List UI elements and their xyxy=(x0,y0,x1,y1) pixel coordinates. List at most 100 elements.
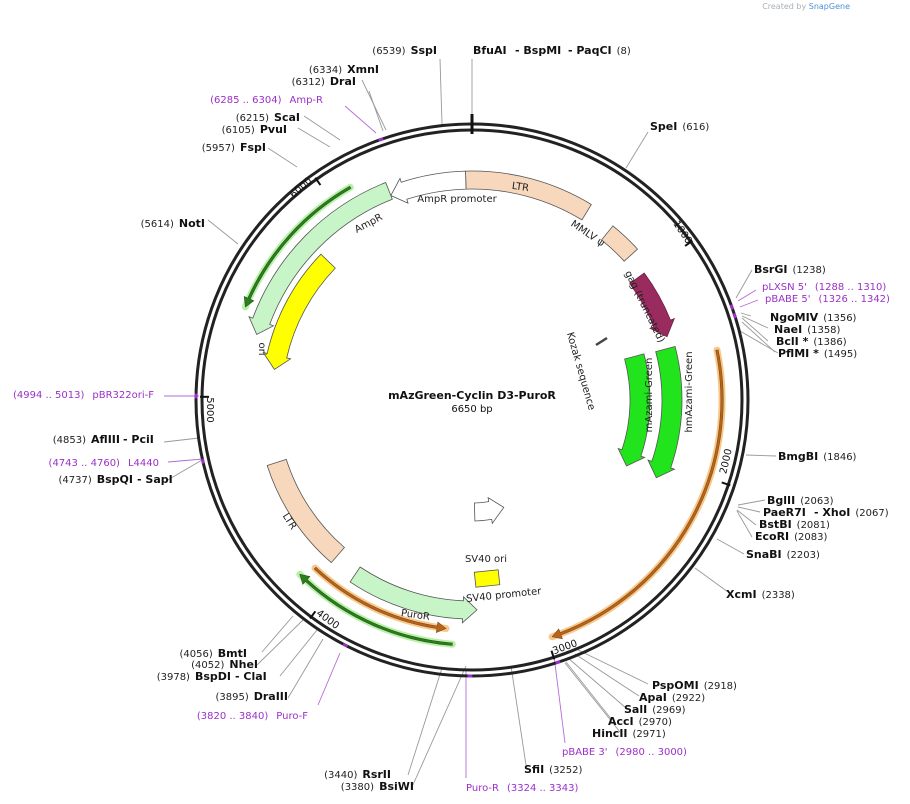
primer-puro-f-second: Puro-F xyxy=(276,711,308,722)
site-spei-position: (616) xyxy=(682,122,709,133)
feature-sv40prom xyxy=(473,496,505,525)
primer-leader-line xyxy=(553,655,566,744)
site-fspi-name: FspI xyxy=(240,141,266,154)
primer-pbabe-3-second: (2980 .. 3000) xyxy=(616,747,688,758)
feature-mmlv xyxy=(601,225,639,262)
site-pvui-label: (6105)PvuI xyxy=(222,123,287,136)
site-scai-name: ScaI xyxy=(274,111,300,124)
site-bcli-label: BclI *(1386) xyxy=(776,335,847,348)
site-afliii-name: AflIII xyxy=(91,433,120,446)
feature-ampr xyxy=(248,181,393,336)
site-clai-label: - ClaI xyxy=(235,670,267,683)
primer-pbabe-3-first: pBABE 3' xyxy=(562,747,608,758)
feature-kozak xyxy=(595,336,608,347)
ampr-cds-arrow xyxy=(243,185,352,308)
site-bspmi-name: - BspMI xyxy=(515,44,561,57)
site-pvui-name: PvuI xyxy=(260,123,287,136)
site-paer7i-label: PaeR7I xyxy=(763,506,806,519)
primer-mark-plxsn-5 xyxy=(729,304,735,310)
site-bsrgi-position: (1238) xyxy=(792,265,825,276)
site-bstbi-position: (2081) xyxy=(797,520,830,531)
site-scai-position: (6215) xyxy=(236,113,269,124)
site-sfii-name: SfiI xyxy=(524,763,544,776)
leader-line xyxy=(739,330,779,354)
site-drai-label: (6312)DraI xyxy=(292,75,356,88)
site-drai-position: (6312) xyxy=(292,77,325,88)
leader-line xyxy=(740,312,752,317)
site-pflmi-position: (1495) xyxy=(824,349,857,360)
site-bmgbi-name: BmgBI xyxy=(778,450,818,463)
site-bstbi-label: BstBI (2081) xyxy=(759,518,830,531)
site-bglii-name: BglII xyxy=(767,494,795,507)
site-bsiwi-label: (3380)BsiWI xyxy=(341,780,414,793)
credit-prefix: Created by xyxy=(762,2,807,11)
primer-mark-amp-r xyxy=(378,137,384,142)
site-rsrii-position: (3440) xyxy=(324,770,357,781)
site-bspdi-label: (3978)BspDI xyxy=(157,670,231,683)
primer-l4440-first: (4743 .. 4760) xyxy=(49,458,121,469)
tick-mark-2000 xyxy=(721,481,731,487)
site-bfuai-label: BfuAI xyxy=(473,44,507,57)
feature-label-ori: ori xyxy=(256,342,267,355)
primer-pbabe-3-label: pBABE 3' (2980 .. 3000) xyxy=(562,747,687,758)
site-pcii-label: - PciI xyxy=(123,433,154,446)
feature-label-sv40prom: SV40 promoter xyxy=(466,586,543,605)
primer-l4440-second: L4440 xyxy=(128,458,159,469)
leader-line xyxy=(564,662,621,733)
primer-amp-r-label: (6285 .. 6304)Amp-R xyxy=(210,95,323,106)
site-acci-name: AccI xyxy=(608,715,634,728)
site-paqci-position: (8) xyxy=(617,46,631,57)
site-bmti-position: (4056) xyxy=(180,649,213,660)
leader-line xyxy=(625,131,649,169)
leader-line xyxy=(735,269,753,299)
site-apai-position: (2922) xyxy=(672,693,705,704)
primer-l4440-label: (4743 .. 4760) L4440 xyxy=(49,458,159,469)
site-nhei-position: (4052) xyxy=(191,660,224,671)
site-sspi-name: SspI xyxy=(411,44,437,57)
site-xcmi-name: XcmI xyxy=(726,588,757,601)
site-bsrgi-name: BsrGI xyxy=(754,263,787,276)
site-pcii-name: - PciI xyxy=(123,433,154,446)
feature-label-puror: PuroR xyxy=(400,608,430,623)
site-draiii-name: DraIII xyxy=(254,690,288,703)
site-acci-label: AccI(2970) xyxy=(608,715,672,728)
primer-mark-puro-f xyxy=(342,642,349,648)
leader-line xyxy=(439,58,443,125)
site-ecori-position: (2083) xyxy=(794,532,827,543)
site-fspi-position: (5957) xyxy=(202,143,235,154)
site-bstbi-name: BstBI xyxy=(759,518,792,531)
leader-line xyxy=(510,665,527,766)
primer-puro-r-label: Puro-R(3324 .. 3343) xyxy=(466,783,578,794)
leader-line xyxy=(297,127,331,148)
leader-line xyxy=(207,219,239,245)
primer-puro-f-label: (3820 .. 3840)Puro-F xyxy=(197,711,308,722)
primer-plxsn-5-label: pLXSN 5'(1288 .. 1310) xyxy=(762,282,886,293)
puror-cds-arrow xyxy=(299,573,453,646)
site-sfii-position: (3252) xyxy=(549,765,582,776)
site-snabi-label: SnaBI(2203) xyxy=(746,548,820,561)
primer-pbabe-5-second: (1326 .. 1342) xyxy=(819,294,891,305)
site-noti-position: (5614) xyxy=(141,219,174,230)
site-bmti-label: (4056)BmtI xyxy=(180,647,247,660)
feature-hmazami xyxy=(647,346,683,479)
primer-mark-pbabe-5 xyxy=(732,312,737,319)
site-pspomi-label: PspOMI(2918) xyxy=(652,679,737,692)
site-spei-label: SpeI(616) xyxy=(650,120,709,133)
site-hincii-label: HincII(2971) xyxy=(592,727,666,740)
site-snabi-name: SnaBI xyxy=(746,548,782,561)
feature-puror xyxy=(349,566,478,624)
feature-ori xyxy=(262,253,336,370)
site-bcli-name: BclI * xyxy=(776,335,809,348)
site-bspqi-name: BspQI xyxy=(97,473,133,486)
site-xmni-name: XmnI xyxy=(347,63,379,76)
site-xmni-label: (6334)XmnI xyxy=(309,63,379,76)
tick-mark-1000 xyxy=(684,239,694,247)
site-bspdi-name: BspDI xyxy=(195,670,231,683)
site-sspi-position: (6539) xyxy=(372,46,405,57)
site-pspomi-position: (2918) xyxy=(704,681,737,692)
feature-amprprom xyxy=(390,170,467,204)
tick-label-5000: 5000 xyxy=(204,397,215,422)
site-paqci-name: - PaqCI xyxy=(568,44,612,57)
site-sapi-name: - SapI xyxy=(137,473,173,486)
leader-line xyxy=(694,567,729,593)
